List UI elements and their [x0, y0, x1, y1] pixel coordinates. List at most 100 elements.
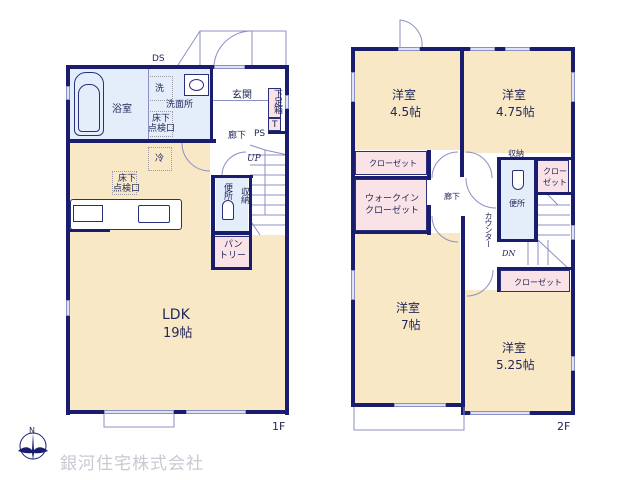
kitchen-sink: [138, 205, 170, 223]
label-stairs-up: UP: [247, 154, 261, 164]
label-underfloor-hatch-wash-1: 床下: [152, 114, 171, 124]
wall: [211, 231, 252, 235]
wall: [497, 239, 537, 242]
window: [571, 225, 575, 240]
window: [470, 47, 495, 51]
label-western-room-d: 洋室: [502, 341, 527, 355]
wall: [66, 65, 214, 69]
walk-in-closet: [355, 179, 427, 231]
window: [285, 95, 289, 109]
toilet-bowl-2f: [512, 170, 524, 190]
label-western-room-d-size: 5.25帖: [496, 358, 535, 372]
label-toilet-1f: 便所: [222, 183, 232, 199]
compass-north-label: N: [29, 426, 35, 435]
door-swing: [431, 215, 459, 243]
wall: [245, 65, 288, 69]
window: [214, 65, 245, 69]
window: [571, 72, 575, 102]
closet-c: [500, 270, 570, 292]
label-closet-b-2: ゼット: [543, 178, 567, 187]
label-ldk: LDK: [162, 307, 190, 323]
wall: [355, 231, 431, 234]
door-swing: [181, 142, 211, 172]
toilet-bowl-1f: [222, 200, 234, 220]
underfloor-hatch-ldk: [112, 171, 137, 195]
wall: [246, 410, 289, 414]
wall: [211, 267, 252, 270]
door-swing: [431, 151, 459, 179]
wall: [211, 175, 215, 270]
wall: [460, 47, 464, 177]
label-closet-a: クローゼット: [369, 159, 417, 168]
label-toilet-2f: 便所: [509, 199, 525, 208]
compass-icon: [18, 432, 48, 460]
label-western-room-b: 洋室: [502, 88, 527, 102]
western-room-b: [463, 50, 571, 153]
wash-basin-bowl: [189, 79, 204, 91]
label-stairs-down: DN: [502, 249, 516, 258]
balcony: [353, 407, 465, 431]
window: [351, 270, 355, 300]
wall: [497, 157, 501, 242]
wall: [351, 47, 355, 407]
label-western-room-c: 洋室: [396, 301, 421, 315]
wall: [536, 192, 572, 195]
closet-a: [355, 151, 427, 175]
label-ps: PS: [254, 129, 266, 139]
label-bath: 浴室: [112, 104, 132, 115]
door-swing: [465, 151, 493, 179]
company-name: 銀河住宅株式会社: [60, 454, 204, 474]
wall: [174, 410, 186, 414]
wall: [461, 216, 465, 414]
label-underfloor-hatch-wash-2: 点検口: [148, 124, 176, 134]
label-closet-c: クローゼット: [514, 278, 562, 287]
label-pantry-2: トリー: [219, 251, 247, 261]
closet-b: [537, 160, 569, 193]
label-hallway-2f: 廊下: [444, 192, 460, 201]
label-shoe-box: 下足箱: [272, 89, 282, 113]
label-western-room-c-size: 7帖: [401, 318, 421, 332]
western-room-d: [465, 290, 571, 412]
western-room-a: [355, 50, 460, 150]
door-swing: [465, 177, 497, 209]
label-storage-2f: 収納: [508, 149, 524, 158]
window: [571, 356, 575, 371]
wall: [534, 157, 538, 242]
entrance-porch: [177, 30, 287, 66]
label-storage-1f: 収納: [239, 187, 249, 203]
label-western-room-b-size: 4.75帖: [496, 105, 535, 119]
window: [66, 86, 70, 100]
label-t: T: [272, 120, 278, 130]
wall: [497, 157, 573, 160]
wall: [66, 410, 104, 414]
window: [398, 47, 420, 51]
wall: [70, 229, 110, 232]
floor-label-1f: 1F: [272, 420, 286, 433]
label-western-room-a-size: 4.5帖: [390, 105, 422, 119]
label-western-room-a: 洋室: [392, 88, 417, 102]
door-swing: [466, 269, 494, 297]
wall: [211, 175, 253, 178]
partition: [148, 69, 149, 139]
floor-label-2f: 2F: [557, 420, 571, 433]
label-counter: カウンター: [484, 212, 493, 247]
label-ds: DS: [152, 54, 165, 64]
label-walk-in-closet-1: ウォークイン: [365, 194, 420, 204]
window: [505, 47, 530, 51]
partition: [213, 100, 268, 101]
wall: [497, 267, 500, 292]
window: [104, 410, 174, 414]
balcony-door: [399, 19, 423, 48]
wall: [66, 65, 70, 415]
label-fridge: 冷: [155, 154, 165, 164]
t-box: [268, 118, 281, 131]
label-washroom: 洗面所: [166, 100, 194, 110]
label-closet-b-1: クロー: [543, 167, 567, 176]
stove: [73, 205, 103, 222]
pantry-area: [214, 236, 250, 268]
window: [351, 72, 355, 102]
label-pantry-1: パン: [224, 240, 243, 250]
window: [470, 411, 530, 415]
compass: N: [16, 426, 50, 462]
label-ldk-size: 19帖: [163, 326, 193, 341]
